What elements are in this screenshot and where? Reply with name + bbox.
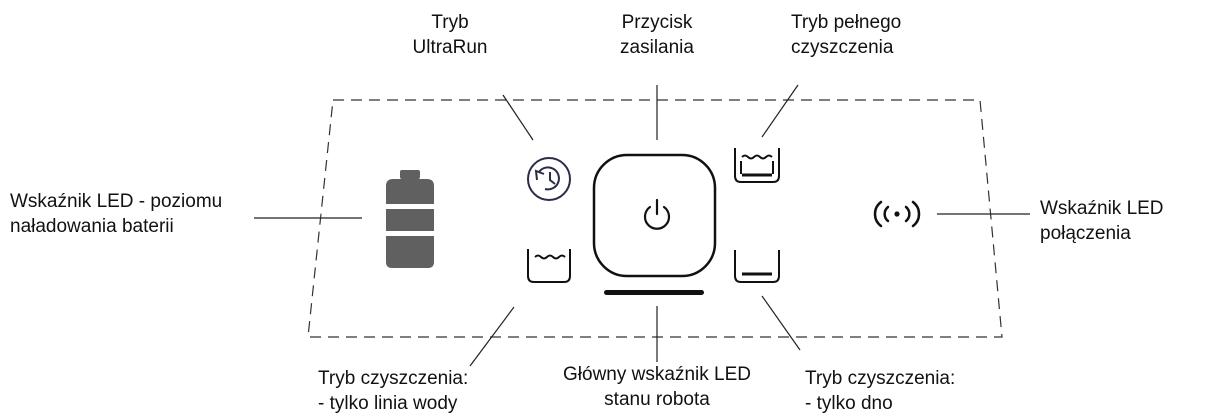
- label-battery-led: Wskaźnik LED - poziomu naładowania bater…: [10, 191, 223, 237]
- leader-waterline: [469, 306, 515, 367]
- label-floor-only-mode: Tryb czyszczenia: - tylko dno: [805, 368, 956, 414]
- power-button[interactable]: [592, 153, 717, 278]
- main-status-led-bar: [604, 290, 704, 295]
- leader-floor: [761, 295, 801, 351]
- panel-outline: [307, 99, 1003, 338]
- waterline-icon: [527, 249, 571, 283]
- battery-icon: [386, 170, 434, 268]
- wifi-signal-icon: [873, 200, 921, 228]
- label-waterline-only-mode: Tryb czyszczenia: - tylko linia wody: [318, 368, 469, 414]
- full-cleaning-icon: [734, 148, 780, 183]
- label-full-cleaning-mode: Tryb pełnego czyszczenia: [791, 12, 902, 58]
- power-icon: [643, 198, 671, 230]
- label-power-button: Przycisk zasilania: [620, 12, 694, 58]
- leader-full-cleaning: [761, 84, 799, 138]
- label-ultrarun-mode: Tryb UltraRun: [412, 12, 488, 58]
- label-main-status-led: Główny wskaźnik LED stanu robota: [563, 364, 751, 410]
- ultrarun-icon: [527, 157, 571, 201]
- floor-icon: [734, 250, 780, 283]
- leader-ultrarun: [502, 94, 534, 141]
- label-connection-led: Wskaźnik LED połączenia: [1040, 198, 1164, 244]
